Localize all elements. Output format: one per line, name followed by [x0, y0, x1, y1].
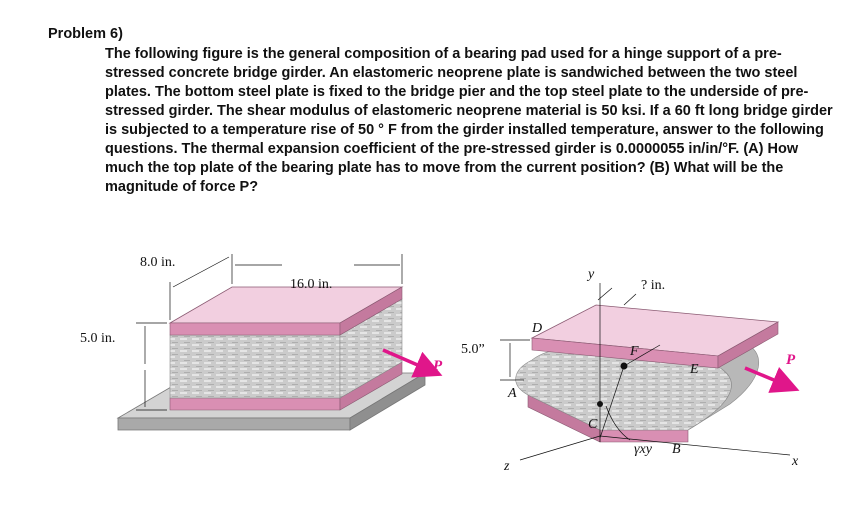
right-force-arrow — [744, 366, 800, 393]
point-e-label: E — [689, 362, 699, 377]
right-axes — [519, 283, 791, 461]
right-top-plate — [530, 304, 780, 369]
left-height-label: 5.0 in. — [80, 331, 115, 346]
right-bearing-pad: 5.0” P ? in. y x z A C D E F γxy B — [461, 267, 800, 474]
axis-x-label: x — [791, 454, 799, 469]
right-point-c — [597, 401, 603, 407]
point-b-label: B — [672, 442, 681, 457]
problem-statement: The following figure is the general comp… — [105, 46, 833, 195]
point-f-label: F — [629, 344, 639, 359]
right-displacement-label: ? in. — [641, 278, 665, 293]
left-bearing-pad: P 8.0 in. 16.0 in. 5.0 in. — [80, 254, 443, 431]
right-height-label: 5.0” — [461, 342, 485, 357]
left-force-label: P — [433, 358, 443, 374]
left-length-label: 16.0 in. — [290, 277, 332, 292]
point-c-label: C — [588, 417, 598, 432]
point-a-label: A — [507, 386, 517, 401]
shear-strain-label: γxy — [634, 442, 653, 457]
right-force-label: P — [786, 352, 796, 368]
left-width-dimension — [169, 254, 233, 320]
problem-title: Problem 6) — [48, 26, 123, 42]
left-height-dimension — [136, 322, 167, 411]
axis-z-label: z — [503, 459, 510, 474]
left-width-label: 8.0 in. — [140, 255, 175, 270]
left-force-arrow — [382, 348, 443, 378]
left-length-dimension — [235, 254, 403, 284]
right-height-dimension — [500, 339, 530, 381]
right-point-f — [620, 362, 628, 370]
point-d-label: D — [531, 321, 542, 336]
axis-y-label: y — [586, 267, 595, 282]
left-top-plate — [168, 286, 404, 336]
